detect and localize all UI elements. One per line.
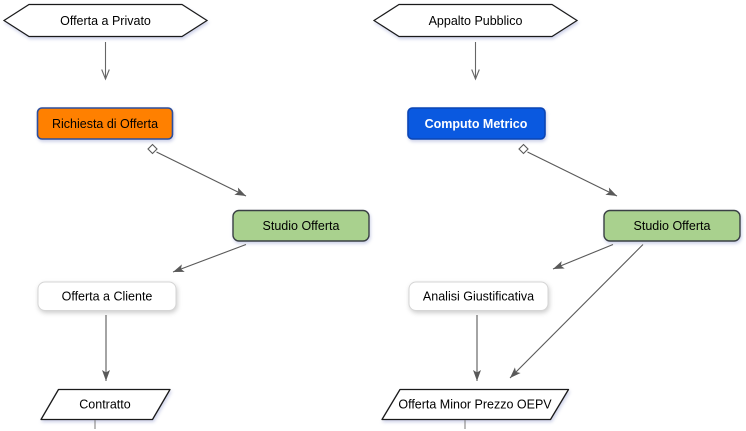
diamond-source-marker (147, 143, 158, 155)
node-appalto-pubblico[interactable]: Appalto Pubblico (372, 3, 579, 38)
rounded-rect-shape[interactable] (408, 281, 549, 311)
node-richiesta-di-offerta[interactable]: Richiesta di Offerta (36, 107, 174, 140)
parallelogram-shape[interactable] (381, 388, 570, 421)
node-label: Appalto Pubblico (429, 14, 523, 28)
node-label: Studio Offerta (263, 219, 340, 233)
node-offerta-minor-prezzo-oepv[interactable]: Offerta Minor Prezzo OEPV (381, 388, 570, 421)
node-label: Computo Metrico (425, 117, 528, 131)
diamond-source-marker (518, 143, 529, 155)
node-offerta-a-privato[interactable]: Offerta a Privato (2, 3, 209, 38)
node-label: Contratto (79, 398, 130, 412)
node-label: Studio Offerta (634, 219, 711, 233)
node-studio-offerta-right[interactable]: Studio Offerta (603, 209, 741, 242)
node-computo-metrico[interactable]: Computo Metrico (407, 107, 546, 140)
node-studio-offerta-left[interactable]: Studio Offerta (232, 209, 370, 242)
edge-richiesta-to-studio[interactable] (147, 143, 247, 197)
hexagon-shape[interactable] (372, 3, 579, 38)
edge-computo-to-studio[interactable] (518, 143, 618, 197)
edge-line[interactable] (156, 151, 247, 197)
node-analisi-giustificativa[interactable]: Analisi Giustificativa (408, 281, 549, 311)
rounded-rect-shape[interactable] (232, 209, 370, 242)
parallelogram-shape[interactable] (40, 388, 171, 421)
edge-studio-to-analisi[interactable] (552, 243, 614, 270)
node-label: Richiesta di Offerta (52, 117, 158, 131)
node-contratto[interactable]: Contratto (40, 388, 171, 421)
node-label: Analisi Giustificativa (423, 290, 534, 304)
node-label: Offerta Minor Prezzo OEPV (398, 398, 552, 412)
rounded-rect-shape[interactable] (36, 107, 174, 140)
edge-line[interactable] (527, 151, 618, 197)
node-label: Offerta a Privato (60, 14, 151, 28)
rounded-rect-shape[interactable] (407, 107, 546, 140)
edge-studio-to-offerta-minor-prezzo[interactable] (509, 244, 644, 379)
rounded-rect-shape[interactable] (37, 281, 177, 311)
node-offerta-a-cliente[interactable]: Offerta a Cliente (37, 281, 177, 311)
hexagon-shape[interactable] (2, 3, 209, 38)
rounded-rect-shape[interactable] (603, 209, 741, 242)
node-label: Offerta a Cliente (62, 290, 153, 304)
edge-studio-to-offerta-cliente[interactable] (172, 243, 247, 273)
